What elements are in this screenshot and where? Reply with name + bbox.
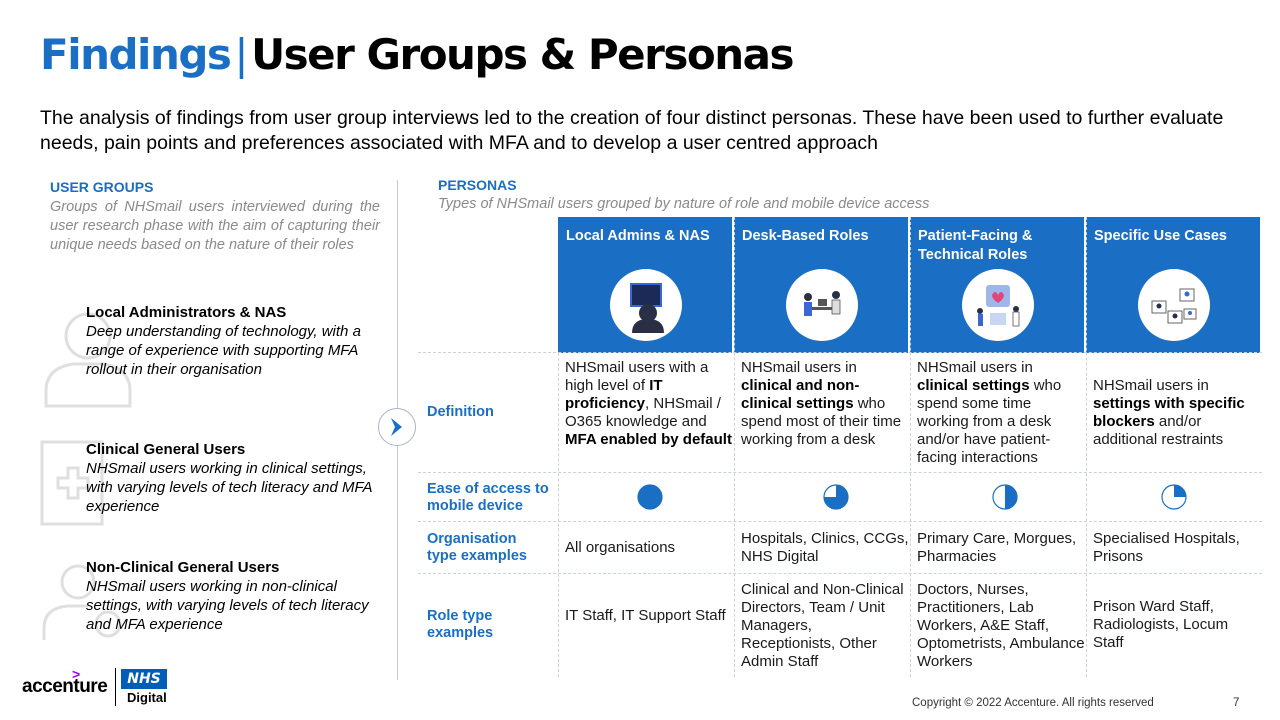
user-group-clinical: Clinical General Users NHSmail users wor… [86, 440, 376, 516]
row-label-organisation-type: Organisation type examples [427, 531, 527, 564]
user-group-local-admins: Local Administrators & NAS Deep understa… [86, 303, 376, 379]
desk-meeting-illustration [804, 291, 841, 316]
role-type-patient-facing: Doctors, Nurses, Practitioners, Lab Work… [917, 581, 1085, 670]
ease-of-access-indicator [992, 484, 1018, 510]
row-divider [418, 472, 1262, 473]
column-divider [734, 217, 735, 677]
chevron-right-icon [391, 418, 402, 436]
org-type-local-admins: All organisations [565, 539, 676, 556]
persona-header-desk-based: Desk-Based Roles [734, 217, 908, 353]
page-title: Findings|User Groups & Personas [40, 30, 794, 79]
next-arrow-button[interactable] [378, 408, 416, 446]
column-divider [910, 217, 911, 677]
person-icon [44, 312, 132, 408]
org-type-desk-based: Hospitals, Clinics, CCGs, NHS Digital [741, 530, 909, 565]
column-divider [558, 353, 559, 677]
definition-emphasis: clinical settings [917, 377, 1030, 394]
definition-text: and/or additional restraints [1093, 413, 1224, 448]
user-group-description: Deep understanding of technology, with a… [86, 323, 361, 378]
definition-emphasis: MFA enabled by default [565, 431, 732, 448]
definition-emphasis: IT proficiency [565, 377, 663, 412]
org-type-specific-cases: Specialised Hospitals, Prisons [1093, 530, 1240, 565]
page-number: 7 [1233, 697, 1240, 709]
definition-text: who spend most of their time working fro… [741, 395, 902, 448]
user-group-non-clinical: Non-Clinical General Users NHSmail users… [86, 558, 376, 634]
row-label-ease-of-access: Ease of access to mobile device [427, 481, 549, 514]
user-group-name: Non-Clinical General Users [86, 559, 280, 576]
role-type-specific-cases: Prison Ward Staff, Radiologists, Locum S… [1093, 598, 1229, 651]
personas-heading: PERSONAS [438, 177, 517, 193]
ease-of-access-indicator [637, 484, 663, 510]
row-divider [418, 521, 1262, 522]
persona-header-local-admins: Local Admins & NAS [558, 217, 732, 353]
definition-text: who spend some time working from a desk … [917, 377, 1062, 466]
persona-illustration [786, 269, 858, 341]
video-call-illustration [1151, 288, 1197, 324]
definition-desk-based: NHSmail users in clinical and non-clinic… [741, 359, 909, 449]
definition-text: , NHSmail / O365 knowledge and [565, 395, 721, 430]
copyright-text: Copyright © 2022 Accenture. All rights r… [912, 697, 1154, 709]
definition-local-admins: NHSmail users with a high level of IT pr… [565, 359, 733, 449]
user-group-description: NHSmail users working in clinical settin… [86, 460, 372, 515]
row-label-role-type: Role type examples [427, 608, 494, 641]
persona-header-label: Patient-Facing & Technical Roles [918, 228, 1033, 263]
column-divider [1086, 217, 1087, 677]
persona-header-specific-cases: Specific Use Cases [1086, 217, 1260, 353]
user-group-description: NHSmail users working in non-clinical se… [86, 578, 369, 633]
title-findings: Findings [40, 30, 232, 79]
nhs-logo: NHS [121, 669, 167, 689]
user-group-name: Clinical General Users [86, 441, 246, 458]
definition-specific-cases: NHSmail users in settings with specific … [1093, 377, 1261, 449]
role-type-local-admins: IT Staff, IT Support Staff [565, 607, 726, 624]
row-label-definition: Definition [427, 404, 494, 420]
definition-text: NHSmail users with a high level of [565, 359, 709, 394]
definition-text: NHSmail users in [1093, 377, 1209, 394]
intro-text: The analysis of findings from user group… [40, 107, 1224, 154]
ease-of-access-indicator [823, 484, 849, 510]
nhs-digital-label: Digital [127, 690, 167, 705]
accenture-logo-text: accenture [22, 676, 108, 697]
personas-subtitle: Types of NHSmail users grouped by nature… [438, 196, 930, 212]
accenture-logo-mark: > [72, 666, 80, 682]
medical-document-icon [40, 440, 104, 526]
persona-header-label: Desk-Based Roles [742, 228, 869, 244]
definition-patient-facing: NHSmail users in clinical settings who s… [917, 359, 1085, 467]
ease-of-access-indicator [1161, 484, 1187, 510]
persona-illustration [610, 269, 682, 341]
user-groups-subtitle: Groups of NHSmail users interviewed duri… [50, 199, 380, 253]
definition-emphasis: clinical and non-clinical settings [741, 377, 860, 412]
persona-illustration [1138, 269, 1210, 341]
role-type-desk-based: Clinical and Non-Clinical Directors, Tea… [741, 581, 904, 670]
persona-illustration [962, 269, 1034, 341]
org-type-patient-facing: Primary Care, Morgues, Pharmacies [917, 530, 1077, 565]
persona-header-patient-facing: Patient-Facing & Technical Roles [910, 217, 1084, 353]
person-settings-icon [42, 564, 122, 640]
logo-divider [115, 668, 116, 706]
definition-text: NHSmail users in [917, 359, 1033, 376]
persona-header-label: Local Admins & NAS [566, 228, 710, 244]
user-group-name: Local Administrators & NAS [86, 304, 287, 321]
healthcare-illustration [977, 285, 1020, 327]
row-divider [418, 352, 1262, 353]
row-divider [418, 573, 1262, 574]
persona-header-label: Specific Use Cases [1094, 228, 1227, 244]
title-separator: | [234, 30, 248, 79]
user-groups-heading: USER GROUPS [50, 179, 154, 195]
admin-computer-illustration [630, 283, 664, 333]
definition-emphasis: settings with specific blockers [1093, 395, 1245, 430]
definition-text: NHSmail users in [741, 359, 857, 376]
accenture-logo: > accenture [22, 666, 108, 698]
title-main: User Groups & Personas [251, 30, 794, 79]
